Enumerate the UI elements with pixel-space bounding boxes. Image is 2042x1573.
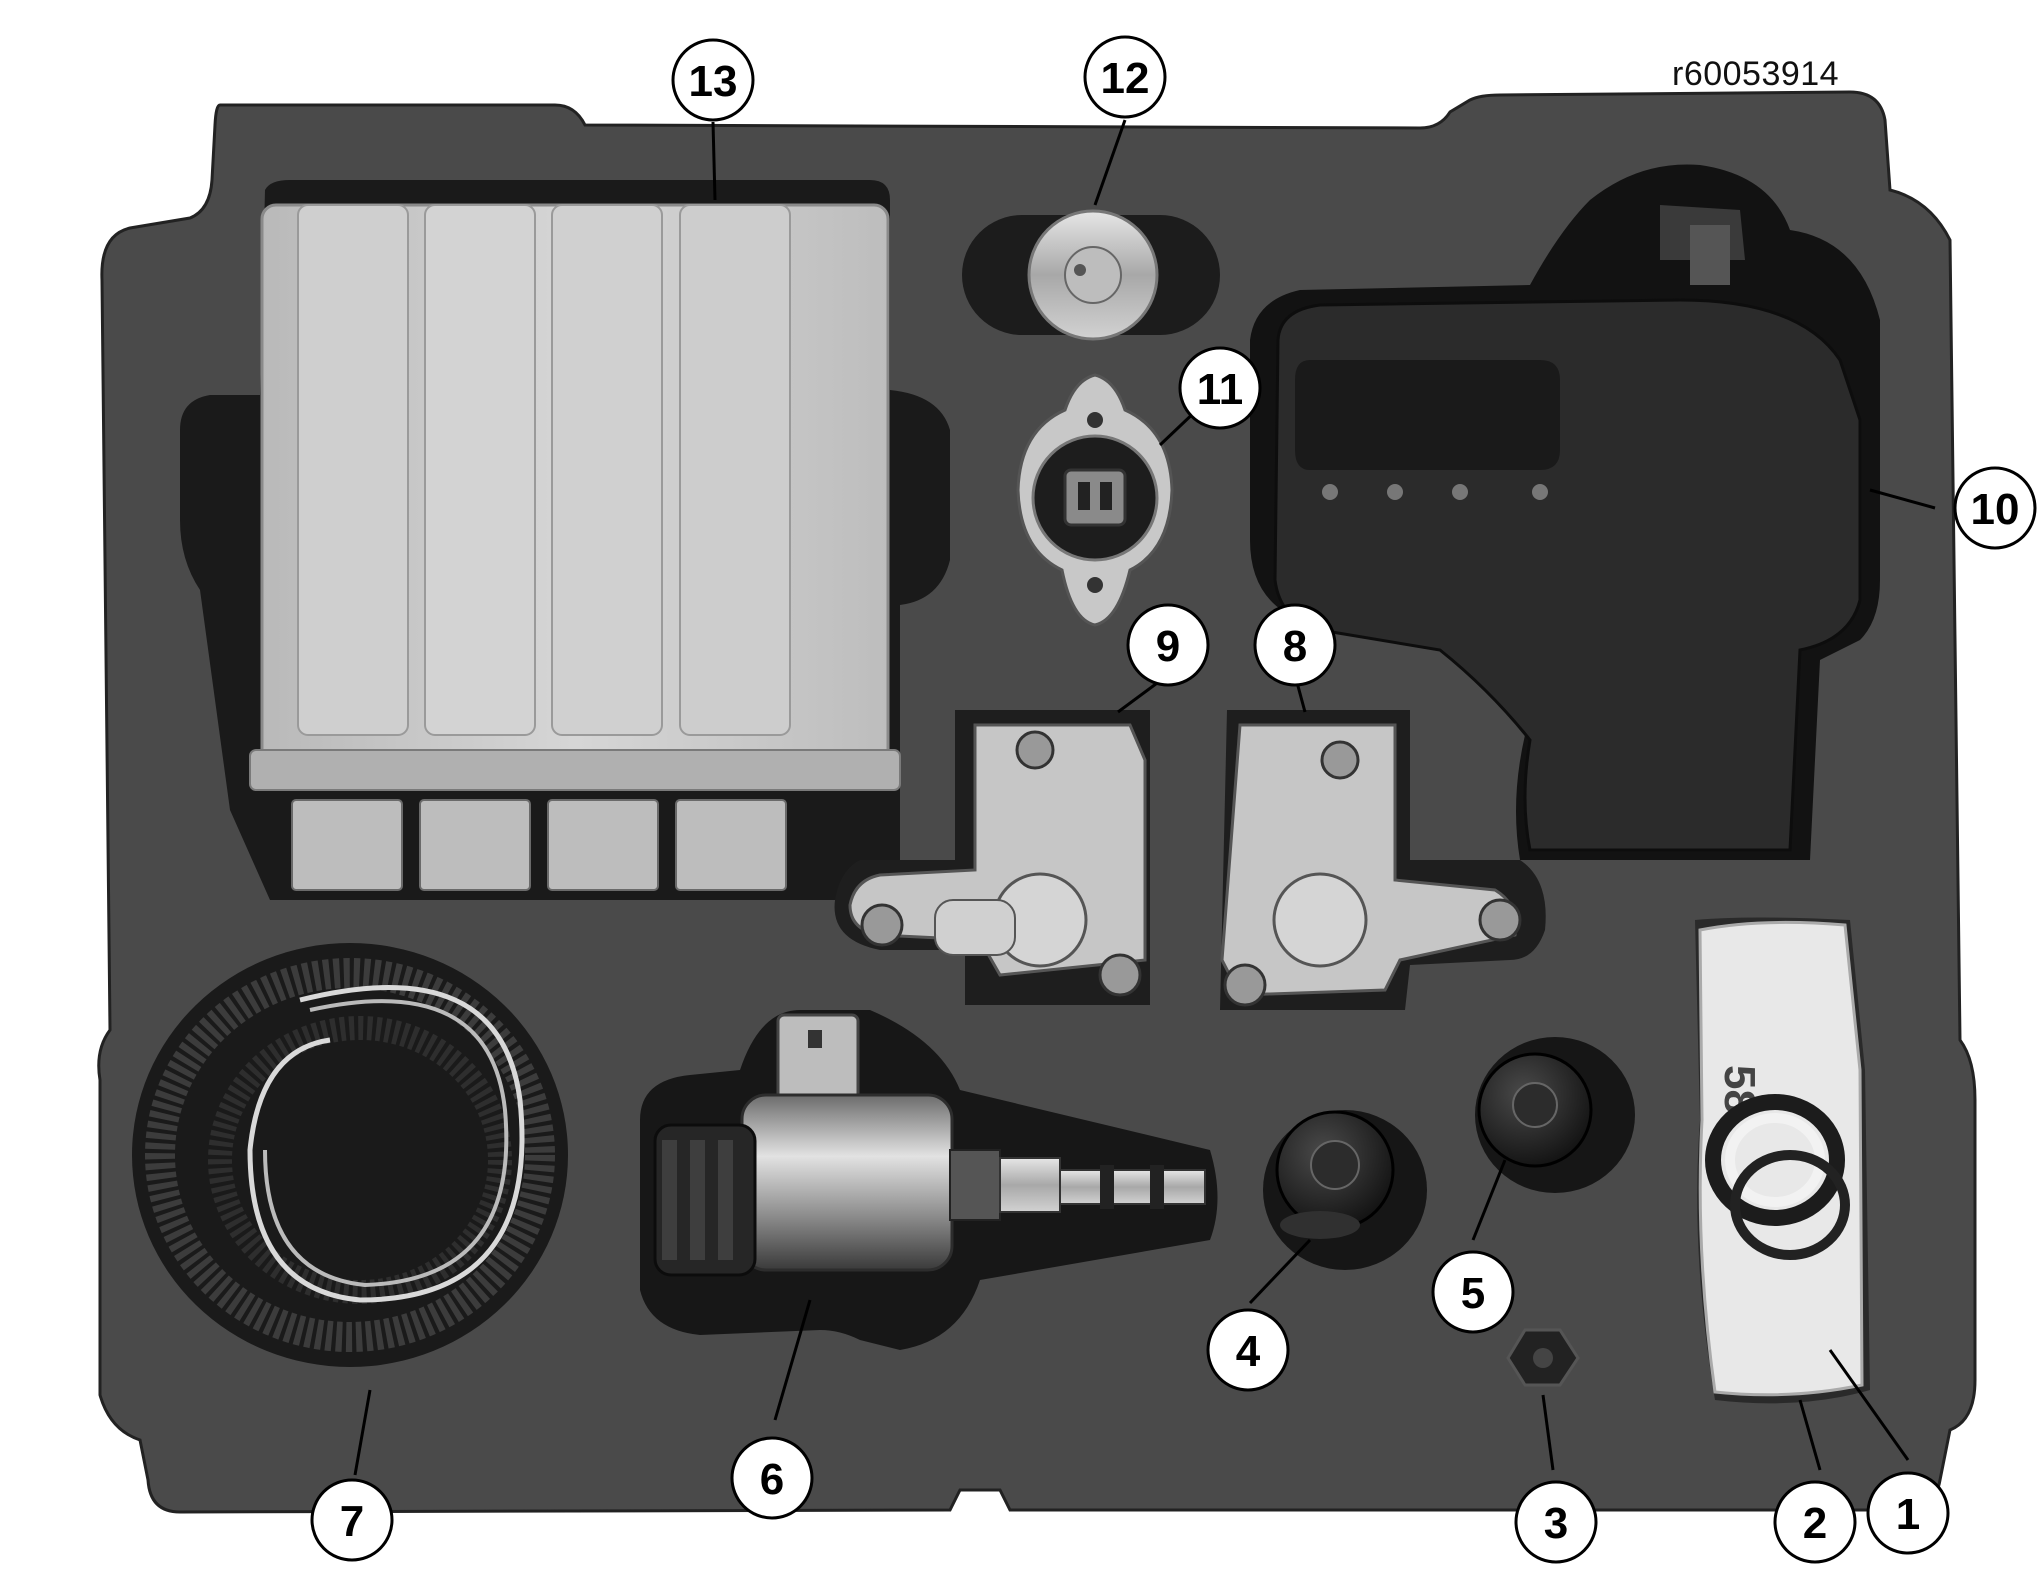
callout-13: 13 [671,38,755,122]
part-9-valve-block [834,710,1150,1005]
svg-text:10: 10 [1971,485,2020,534]
part-1-2-seal-bag: 58 [1695,917,1870,1404]
svg-text:12: 12 [1101,54,1150,103]
part-11-sensor [1016,373,1174,627]
callout-7: 7 [310,1478,394,1562]
part-7-cable-harness [132,943,568,1367]
svg-text:13: 13 [689,57,738,106]
part-8-valve-block [1220,710,1546,1010]
part-13-control-unit [180,180,950,900]
part-5-check-valve [1475,1037,1635,1193]
callout-2: 2 [1773,1480,1857,1564]
part-6-solenoid-valve [640,1010,1218,1350]
svg-text:1: 1 [1896,1490,1920,1539]
callout-12: 12 [1083,35,1167,119]
part-10-housing-cover [1250,164,1880,860]
callout-6: 6 [730,1436,814,1520]
callout-1: 1 [1866,1471,1950,1555]
part-12-plug [962,209,1220,341]
callout-10: 10 [1953,466,2037,550]
part-3-nut [1506,1328,1580,1387]
callout-4: 4 [1206,1308,1290,1392]
svg-text:9: 9 [1156,622,1180,671]
figure-reference-code: r60053914 [1672,55,1840,93]
callout-8: 8 [1253,603,1337,687]
part-4-check-valve [1263,1110,1427,1270]
svg-text:6: 6 [760,1455,784,1504]
svg-text:8: 8 [1283,622,1307,671]
callout-5: 5 [1431,1250,1515,1334]
callout-3: 3 [1514,1480,1598,1564]
svg-text:5: 5 [1461,1269,1485,1318]
svg-text:11: 11 [1197,365,1244,414]
callout-9: 9 [1126,603,1210,687]
callout-11: 11 [1178,346,1262,430]
svg-text:4: 4 [1236,1327,1261,1376]
svg-text:2: 2 [1803,1499,1827,1548]
svg-text:7: 7 [340,1497,364,1546]
svg-text:3: 3 [1544,1499,1568,1548]
